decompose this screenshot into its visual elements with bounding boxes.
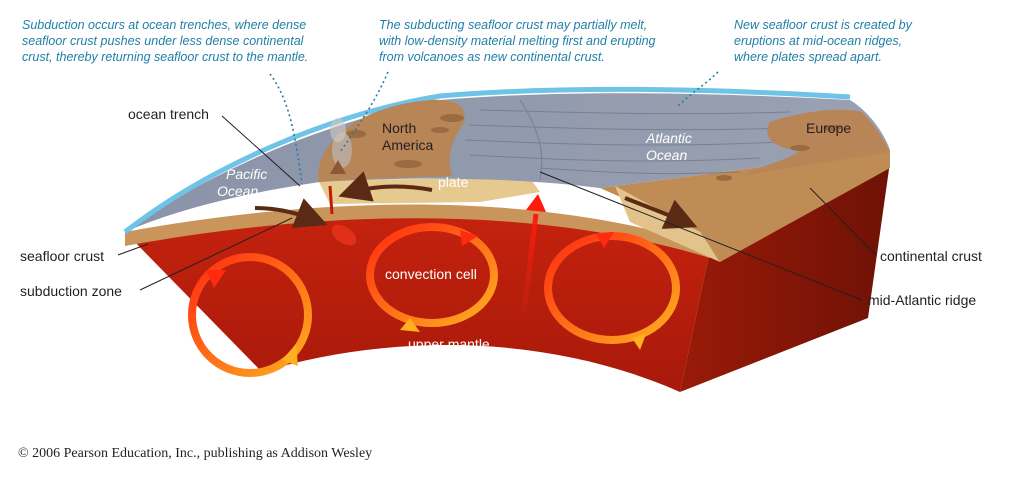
pacific-ocean-label-line-2: Ocean xyxy=(216,183,259,199)
ocean-trench-label: ocean trench xyxy=(128,106,209,122)
rising-magma-arrow xyxy=(521,194,546,313)
plate-arrow-left xyxy=(338,171,433,202)
copyright-notice: © 2006 Pearson Education, Inc., publishi… xyxy=(18,446,373,461)
europe-label: Europe xyxy=(806,120,852,136)
convection-cell-center xyxy=(366,223,498,332)
atlantic-ocean-label-line-2: Ocean xyxy=(646,147,688,163)
subduction-zone-label: subduction zone xyxy=(20,283,122,299)
crust-band xyxy=(125,204,710,258)
melting-note-line-1: The subducting seafloor crust may partia… xyxy=(379,18,648,32)
upper-mantle-face xyxy=(125,215,710,392)
north-america-label-line-2: America xyxy=(382,137,434,153)
ocean-floor-surface xyxy=(125,93,890,232)
note-pointers xyxy=(269,71,719,185)
ocean-water-rim xyxy=(123,86,851,234)
subduction-note-line-3: crust, thereby returning seafloor crust … xyxy=(22,50,309,64)
north-america-mountains xyxy=(346,114,464,168)
subduction-note-line-2: seafloor crust pushes under less dense c… xyxy=(22,34,304,48)
convection-cell-left xyxy=(188,253,312,377)
new-crust-note-line-3: where plates spread apart. xyxy=(734,50,883,64)
convection-cell-label: convection cell xyxy=(385,266,477,282)
plate-arrow-right xyxy=(624,196,698,229)
north-america-label-line-1: North xyxy=(382,120,417,136)
new-crust-note: New seafloor crust is created by eruptio… xyxy=(734,17,912,65)
north-america-landmass xyxy=(318,99,465,182)
mantle-side-face xyxy=(680,162,890,392)
subduction-note: Subduction occurs at ocean trenches, whe… xyxy=(22,17,308,65)
new-crust-note-line-2: eruptions at mid-ocean ridges, xyxy=(734,34,903,48)
new-crust-note-line-1: New seafloor crust is created by xyxy=(734,18,912,32)
melting-note: The subducting seafloor crust may partia… xyxy=(379,17,656,65)
leader-lines xyxy=(117,115,877,301)
plate-label: plate xyxy=(438,174,469,190)
subduction-note-line-1: Subduction occurs at ocean trenches, whe… xyxy=(22,18,307,32)
atlantic-ocean-label: Atlantic Ocean xyxy=(646,130,692,164)
europe-mountains xyxy=(716,125,841,181)
north-america-label: North America xyxy=(382,120,433,154)
continental-crust-label: continental crust xyxy=(880,248,982,264)
melting-note-line-2: with low-density material melting first … xyxy=(379,34,656,48)
magma-conduit xyxy=(328,185,334,215)
seafloor-crust-label: seafloor crust xyxy=(20,248,105,264)
continental-crust-block xyxy=(600,150,890,262)
subducting-magma xyxy=(331,224,357,246)
melting-note-line-3: from volcanoes as new continental crust. xyxy=(379,50,605,64)
convection-cell-right xyxy=(544,232,680,350)
atlantic-ocean-label-line-1: Atlantic xyxy=(646,130,692,146)
mid-atlantic-ridge-label: mid-Atlantic ridge xyxy=(868,292,977,308)
upper-mantle-label: upper mantle xyxy=(408,336,490,352)
pacific-ocean-label: Pacific Ocean xyxy=(208,166,267,200)
europe-landmass xyxy=(740,109,890,176)
pacific-ocean-label-line-1: Pacific xyxy=(226,166,268,182)
subduction-arrow xyxy=(254,198,328,228)
